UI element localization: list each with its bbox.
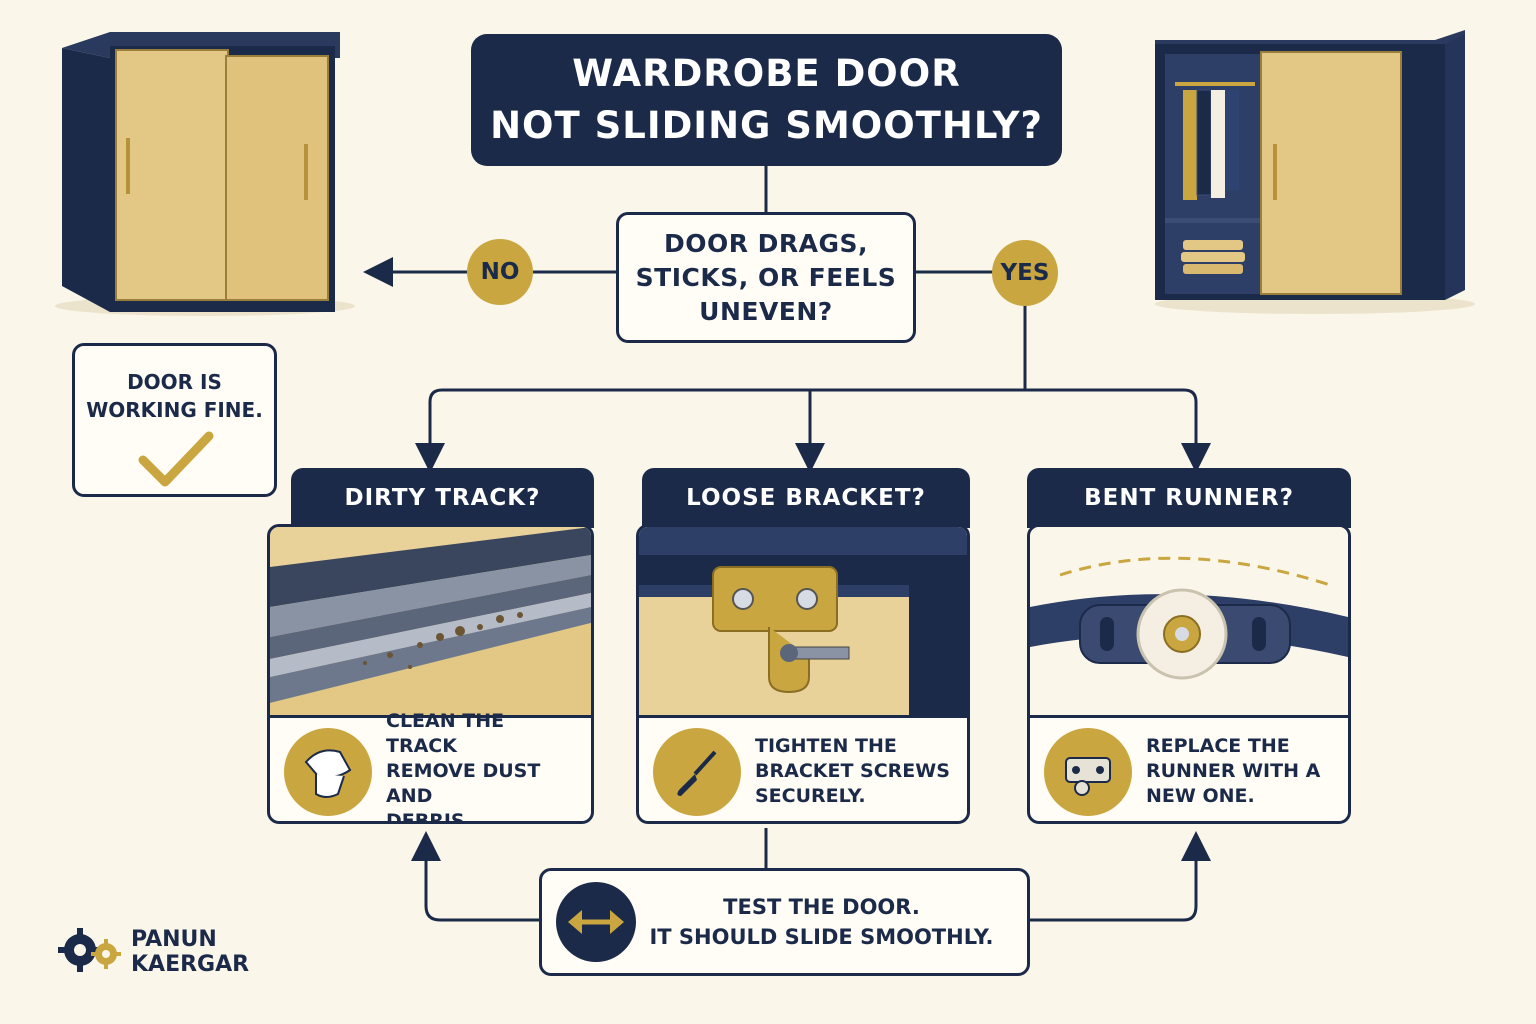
closed-wardrobe-illustration (55, 32, 355, 316)
brand-logo-text: PANUN KAERGAR (131, 927, 249, 977)
fix-2-line-1: TIGHTEN THE (755, 735, 897, 757)
checkmark-icon (138, 431, 213, 487)
loose-bracket-card: LOOSE BRACKET? (636, 468, 970, 824)
test-door-box: TEST THE DOOR. IT SHOULD SLIDE SMOOTHLY. (539, 868, 1030, 976)
logo-line-1: PANUN (131, 927, 217, 952)
dirty-track-card: DIRTY TRACK? (267, 468, 594, 824)
title-line-1: WARDROBE DOOR (572, 52, 961, 95)
dirty-track-illustration (270, 527, 591, 718)
fix-1-line-1: CLEAN THE TRACK (386, 710, 505, 757)
card-heading-bent-runner: BENT RUNNER? (1027, 468, 1351, 528)
test-line-2: IT SHOULD SLIDE SMOOTHLY. (649, 925, 994, 949)
fix-3-line-2: RUNNER WITH A (1146, 760, 1321, 782)
cloth-wipe-icon (304, 748, 352, 798)
card-heading-dirty-track: DIRTY TRACK? (291, 468, 594, 528)
yes-badge: YES (992, 240, 1058, 306)
question-line-1: DOOR DRAGS, (663, 228, 869, 258)
question-box: DOOR DRAGS, STICKS, OR FEELS UNEVEN? (616, 212, 916, 343)
double-arrow-icon (568, 910, 624, 934)
card-heading-loose-bracket: LOOSE BRACKET? (642, 468, 970, 528)
no-badge: NO (467, 239, 533, 305)
fix-3-line-1: REPLACE THE (1146, 735, 1290, 757)
title-line-2: NOT SLIDING SMOOTHLY? (490, 104, 1043, 147)
gears-icon (58, 928, 121, 972)
loose-bracket-illustration (639, 527, 967, 718)
working-fine-box: DOOR IS WORKING FINE. (72, 343, 277, 497)
bent-runner-illustration (1030, 527, 1348, 718)
test-line-1: TEST THE DOOR. (723, 895, 920, 919)
runner-part-icon (1065, 756, 1111, 796)
bent-runner-card: BENT RUNNER? (1027, 468, 1351, 824)
fix-1-line-2: REMOVE DUST AND (386, 760, 541, 807)
main-title: WARDROBE DOOR NOT SLIDING SMOOTHLY? (471, 34, 1062, 166)
fine-line-2: WORKING FINE. (86, 398, 263, 422)
fix-3-line-3: NEW ONE. (1146, 785, 1255, 807)
open-wardrobe-illustration (1155, 30, 1475, 314)
question-line-3: UNEVEN? (699, 296, 833, 326)
fix-2-line-3: SECURELY. (755, 785, 866, 807)
logo-line-2: KAERGAR (131, 952, 250, 977)
question-line-2: STICKS, OR FEELS (635, 262, 897, 292)
screwdriver-icon (677, 750, 717, 796)
fix-1-line-3: DEBRIS. (386, 810, 472, 824)
fine-line-1: DOOR IS (127, 370, 222, 394)
fix-2-line-2: BRACKET SCREWS (755, 760, 950, 782)
